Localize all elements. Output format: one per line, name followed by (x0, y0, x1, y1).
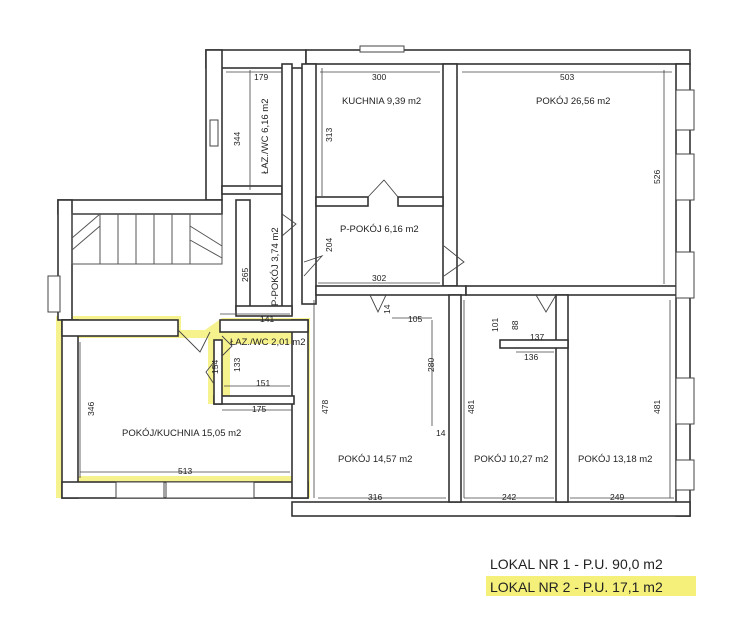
legend-lokal-2: LOKAL NR 2 - P.U. 17,1 m2 (490, 579, 663, 595)
dim-133: 133 (232, 358, 242, 372)
dim-316: 316 (368, 492, 382, 502)
staircase (71, 213, 223, 265)
room-label-pokoj-kuchnia: POKÓJ/KUCHNIA 15,05 m2 (122, 428, 241, 439)
dim-313: 313 (324, 128, 334, 142)
room-label-kuchnia: KUCHNIA 9,39 m2 (342, 96, 421, 107)
room-label-pokoj-large: POKÓJ 26,56 m2 (536, 96, 610, 107)
legend-lokal-1: LOKAL NR 1 - P.U. 90,0 m2 (490, 556, 663, 572)
dim-300: 300 (372, 72, 386, 82)
dim-175: 175 (252, 404, 266, 414)
dim-105: 105 (408, 314, 422, 324)
windows (47, 45, 695, 499)
dim-249: 249 (610, 492, 624, 502)
dim-204: 204 (324, 238, 334, 252)
dimension-labels: 179 300 503 344 313 526 204 302 265 141 … (86, 72, 662, 502)
dim-346: 346 (86, 402, 96, 416)
dim-503: 503 (560, 72, 574, 82)
room-label-pokoj-1318: POKÓJ 13,18 m2 (578, 454, 652, 465)
dim-265: 265 (240, 268, 250, 282)
dim-14-bottom: 14 (436, 428, 446, 438)
dim-137: 137 (530, 332, 544, 342)
dim-14-top: 14 (382, 304, 392, 314)
dim-344: 344 (232, 132, 242, 146)
dim-478: 478 (320, 400, 330, 414)
dim-481-a: 481 (466, 400, 476, 414)
dim-179: 179 (254, 72, 268, 82)
room-label-p-pokoj-center: P-POKÓJ 6,16 m2 (340, 224, 419, 235)
room-label-pokoj-1027: POKÓJ 10,27 m2 (474, 454, 548, 465)
dim-242: 242 (502, 492, 516, 502)
room-label-lazienka-small: ŁAZ./WC 2,01 m2 (230, 337, 306, 348)
dimension-lines (79, 68, 674, 499)
interior-walls (213, 63, 677, 503)
dim-302: 302 (372, 273, 386, 283)
dim-141: 141 (260, 314, 274, 324)
dim-513: 513 (178, 466, 192, 476)
dim-101: 101 (490, 318, 500, 332)
room-label-pokoj-1457: POKÓJ 14,57 m2 (338, 454, 412, 465)
dim-154: 154 (210, 360, 220, 374)
dim-151: 151 (256, 378, 270, 388)
room-label-lazienka-top: ŁAZ./WC 6,16 m2 (260, 99, 271, 175)
dim-136: 136 (524, 352, 538, 362)
dim-481-b: 481 (652, 400, 662, 414)
legend: LOKAL NR 1 - P.U. 90,0 m2 LOKAL NR 2 - P… (490, 556, 663, 595)
room-label-p-pokoj-vertical: P-POKÓJ 3,74 m2 (270, 227, 281, 306)
room-labels: KUCHNIA 9,39 m2 POKÓJ 26,56 m2 ŁAZ./WC 6… (122, 96, 652, 465)
dim-280: 280 (426, 358, 436, 372)
doors (177, 179, 557, 385)
legend-highlight (486, 576, 696, 596)
dim-88: 88 (510, 320, 520, 330)
dim-526: 526 (652, 170, 662, 184)
